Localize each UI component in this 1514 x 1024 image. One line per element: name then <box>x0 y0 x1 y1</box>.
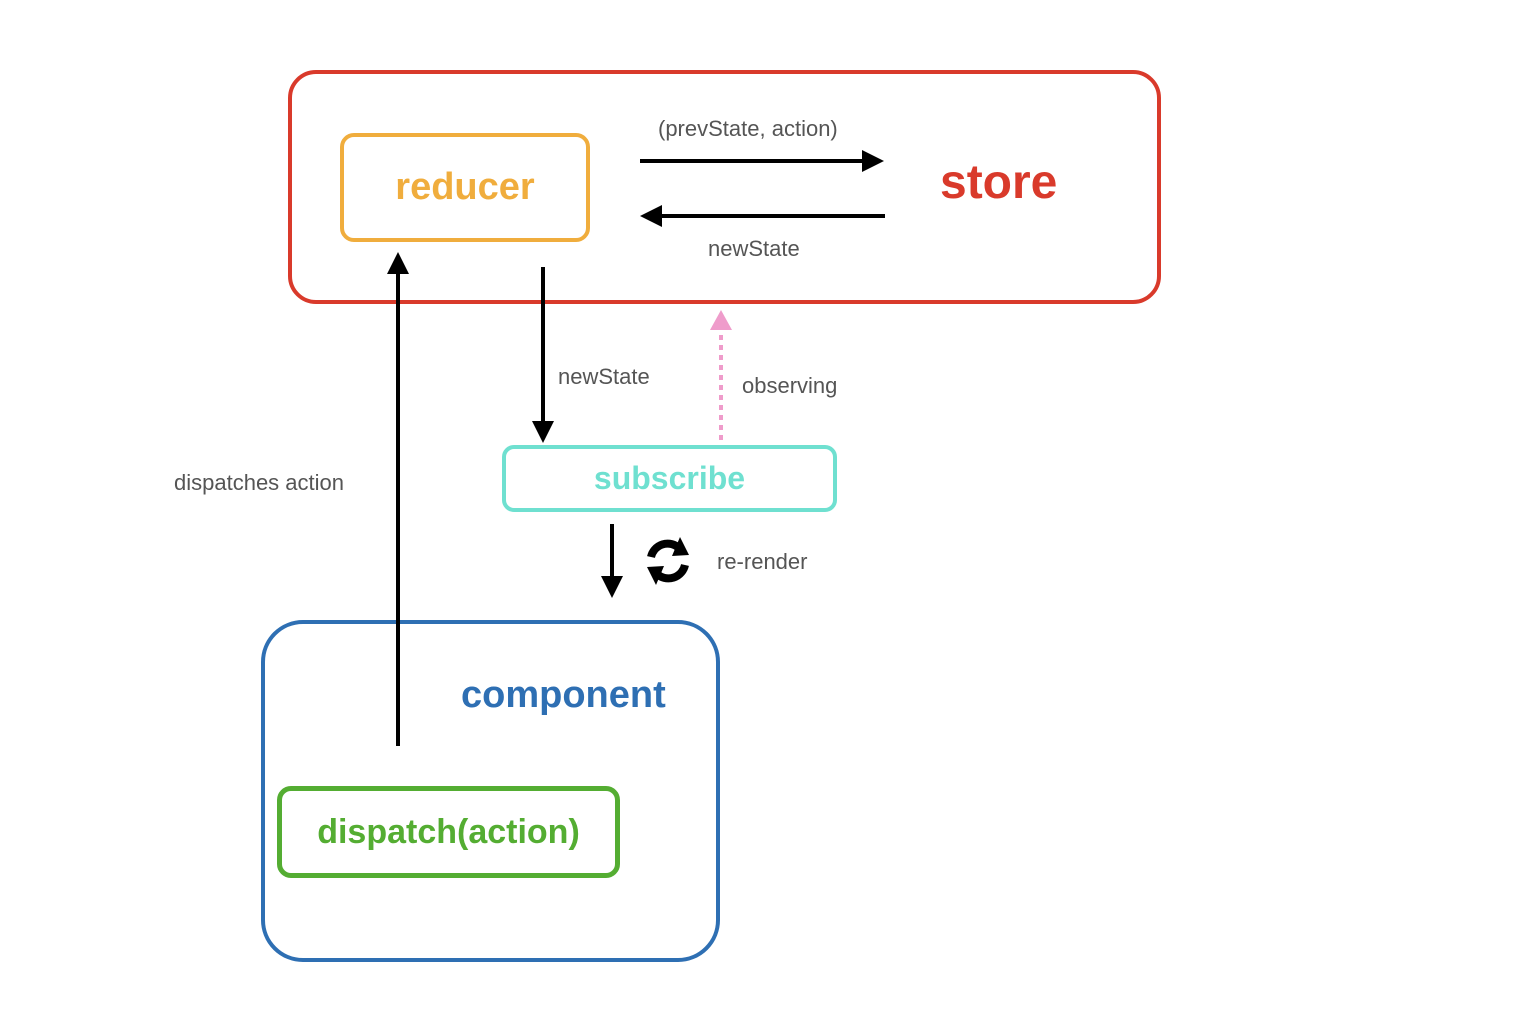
component-node <box>261 620 720 962</box>
edge-dispatch-to-reducer <box>387 252 409 746</box>
subscribe-node <box>502 445 837 512</box>
edge-label-re-render: re-render <box>717 549 808 574</box>
reducer-label: reducer <box>395 166 535 208</box>
dispatch-label: dispatch(action) <box>317 813 580 851</box>
refresh-icon <box>647 537 689 585</box>
component-label: component <box>461 674 666 716</box>
edge-label-dispatches-action: dispatches action <box>174 470 344 495</box>
edge-reducer-to-store <box>640 150 884 172</box>
reducer-node <box>340 133 590 242</box>
edge-reducer-to-subscribe <box>532 267 554 443</box>
edge-subscribe-to-component <box>601 524 623 598</box>
edge-store-to-reducer <box>640 205 885 227</box>
edge-label-reducer-newstate: newState <box>558 364 650 389</box>
store-node <box>288 70 1161 304</box>
edge-label-store-newstate: newState <box>708 236 800 261</box>
subscribe-label: subscribe <box>593 460 746 496</box>
edge-subscribe-observes-store <box>710 310 732 440</box>
edge-label-prevstate-action: (prevState, action) <box>658 116 838 141</box>
store-label: store <box>940 156 1058 209</box>
dispatch-node <box>277 786 620 878</box>
edge-label-observing: observing <box>742 373 838 398</box>
